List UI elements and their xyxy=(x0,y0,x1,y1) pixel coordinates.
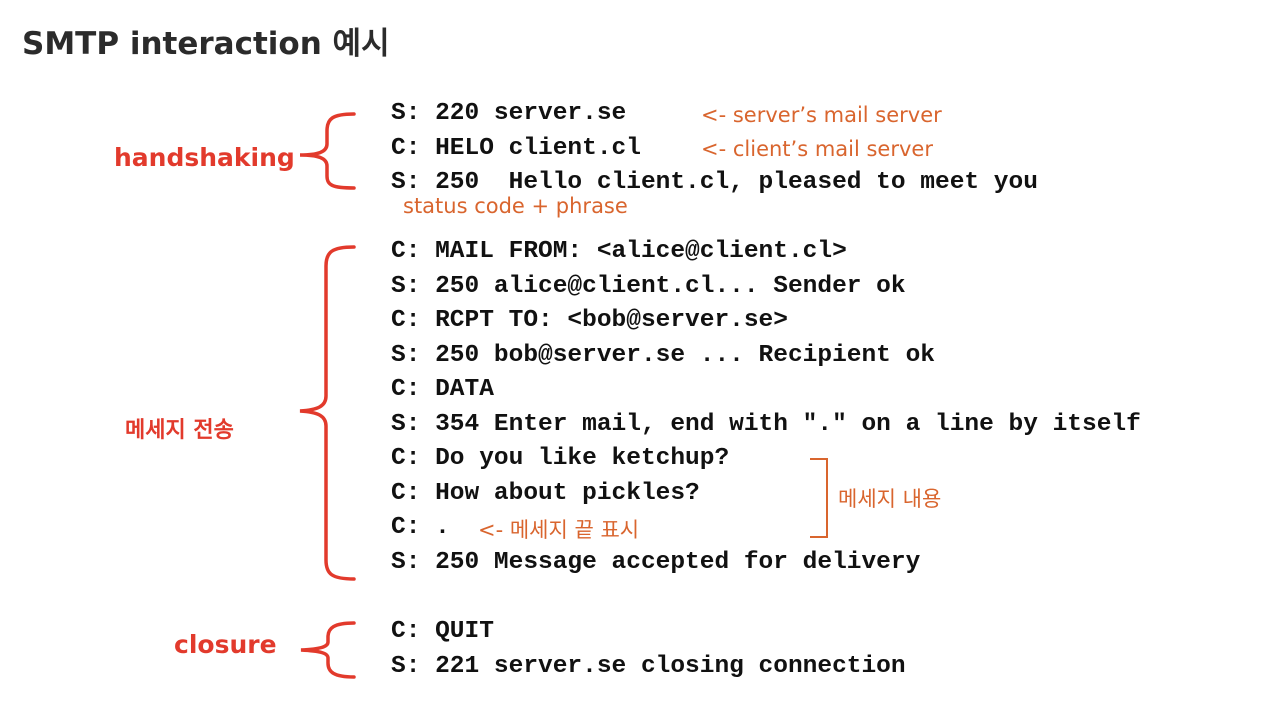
message-content-bracket xyxy=(810,458,828,538)
smtp-line-15: S: 221 server.se closing connection xyxy=(391,653,906,680)
smtp-line-4: C: MAIL FROM: <alice@client.cl> xyxy=(391,238,847,265)
smtp-line-7: S: 250 bob@server.se ... Recipient ok xyxy=(391,342,935,369)
section-label-closure: closure xyxy=(174,630,277,659)
smtp-line-2: C: HELO client.cl xyxy=(391,135,641,162)
annotation-status-code: status code + phrase xyxy=(403,194,628,218)
smtp-line-5: S: 250 alice@client.cl... Sender ok xyxy=(391,273,906,300)
closure-brace xyxy=(300,621,356,679)
smtp-line-8: C: DATA xyxy=(391,376,494,403)
smtp-line-12: C: . xyxy=(391,514,450,541)
annotation-server-mail-server: <- server’s mail server xyxy=(701,103,942,127)
section-label-message-transfer: 메세지 전송 xyxy=(125,418,234,443)
message-transfer-brace xyxy=(299,245,356,581)
annotation-client-mail-server: <- client’s mail server xyxy=(701,137,933,161)
smtp-line-9: S: 354 Enter mail, end with "." on a lin… xyxy=(391,411,1141,438)
smtp-line-14: C: QUIT xyxy=(391,618,494,645)
smtp-line-1: S: 220 server.se xyxy=(391,100,627,127)
smtp-line-11: C: How about pickles? xyxy=(391,480,700,507)
annotation-end-marker: <- 메세지 끝 표시 xyxy=(478,518,640,542)
smtp-line-6: C: RCPT TO: <bob@server.se> xyxy=(391,307,788,334)
annotation-message-content: 메세지 내용 xyxy=(838,487,942,511)
smtp-line-13: S: 250 Message accepted for delivery xyxy=(391,549,921,576)
slide-title: SMTP interaction 예시 xyxy=(22,26,390,62)
handshaking-brace xyxy=(299,112,356,190)
smtp-line-10: C: Do you like ketchup? xyxy=(391,445,730,472)
smtp-line-3: S: 250 Hello client.cl, pleased to meet … xyxy=(391,169,1038,196)
section-label-handshaking: handshaking xyxy=(114,143,295,172)
